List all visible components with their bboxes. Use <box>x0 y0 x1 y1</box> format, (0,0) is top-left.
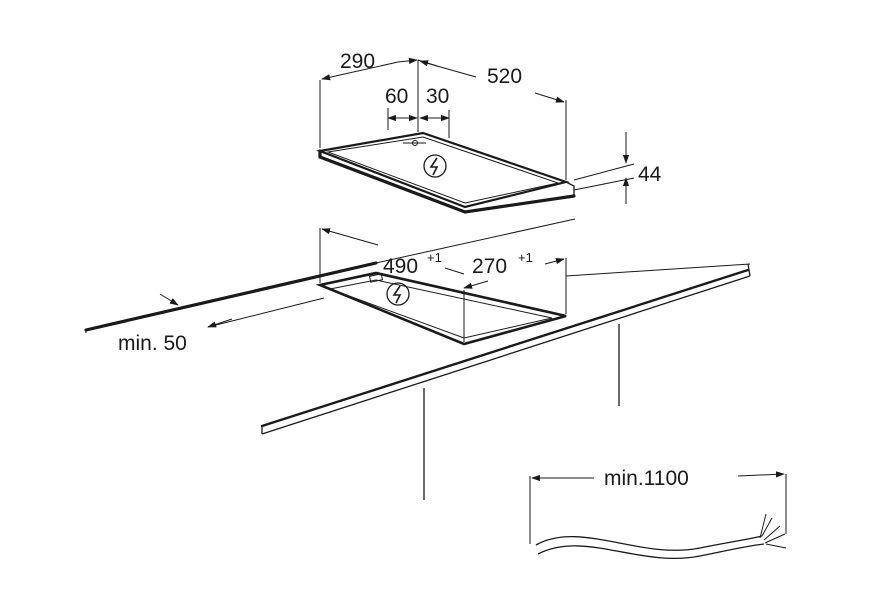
dim-cutout-depth-tolerance: +1 <box>518 250 533 265</box>
hob-unit <box>315 131 576 214</box>
dim-offsets <box>387 108 450 138</box>
dim-front-min <box>159 293 325 328</box>
dim-offset-left: 60 <box>385 85 408 108</box>
hob-bolt-symbol <box>423 154 447 178</box>
dim-front-min-label: min. 50 <box>118 332 187 355</box>
electric-bolt-icon <box>386 282 410 306</box>
dim-hob-width: 520 <box>487 65 522 88</box>
supply-cable <box>529 471 787 560</box>
dim-offset-right: 30 <box>426 85 449 108</box>
cutout-outline <box>315 271 567 346</box>
dim-height <box>573 132 635 204</box>
worktop <box>84 218 751 500</box>
cutout <box>315 271 567 346</box>
hob-frame-side <box>565 181 575 196</box>
dim-cutout-width-tolerance: +1 <box>427 250 442 265</box>
dim-hob-depth: 290 <box>340 50 375 73</box>
hob-frame-front <box>318 149 576 214</box>
dim-top <box>319 57 567 180</box>
electric-bolt-icon <box>423 154 447 178</box>
dim-cutout <box>319 228 567 342</box>
dim-cutout-width: 490 <box>383 255 418 278</box>
dim-cable-min: min.1100 <box>604 467 689 490</box>
dim-cutout-depth: 270 <box>472 255 507 278</box>
cutout-bolt-symbol <box>386 282 410 306</box>
worktop-front-edge <box>260 268 750 428</box>
hob-inner-rim <box>326 136 560 204</box>
dim-hob-height: 44 <box>638 163 662 186</box>
worktop-back-edge-left <box>84 261 378 332</box>
